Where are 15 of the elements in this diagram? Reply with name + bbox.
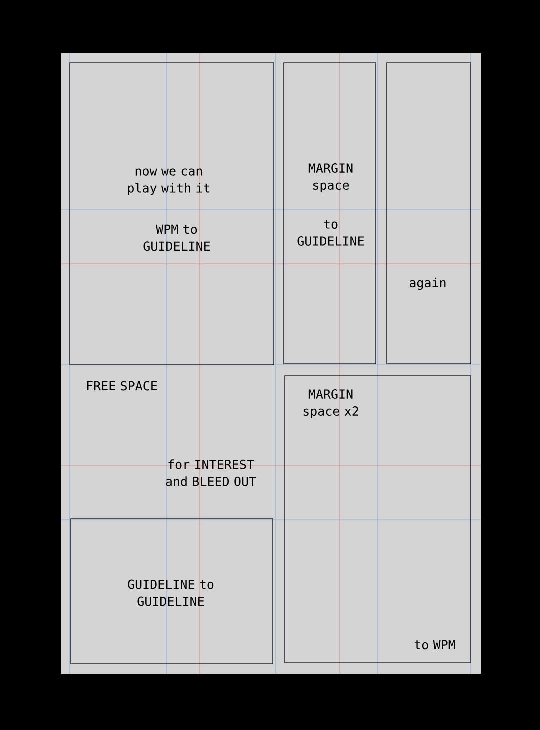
layout-box [386,62,472,364]
box-text: GUIDELINE to GUIDELINE [128,580,214,606]
box-text: now we can play with it [128,168,210,196]
note-text: for INTEREST and BLEED OUT [166,460,256,486]
layout-box [70,62,274,366]
layout-box [284,62,376,364]
note-text: FREE SPACE [87,381,158,391]
box-text: WPM to GUIDELINE [144,224,210,252]
box-text: to GUIDELINE [298,220,364,246]
layout-box [70,518,274,664]
box-text: MARGIN space [308,164,353,192]
box-text: to WPM [414,640,456,650]
box-text: MARGIN space x2 [304,390,358,418]
layout-box [284,376,472,664]
box-text: again [410,278,446,290]
